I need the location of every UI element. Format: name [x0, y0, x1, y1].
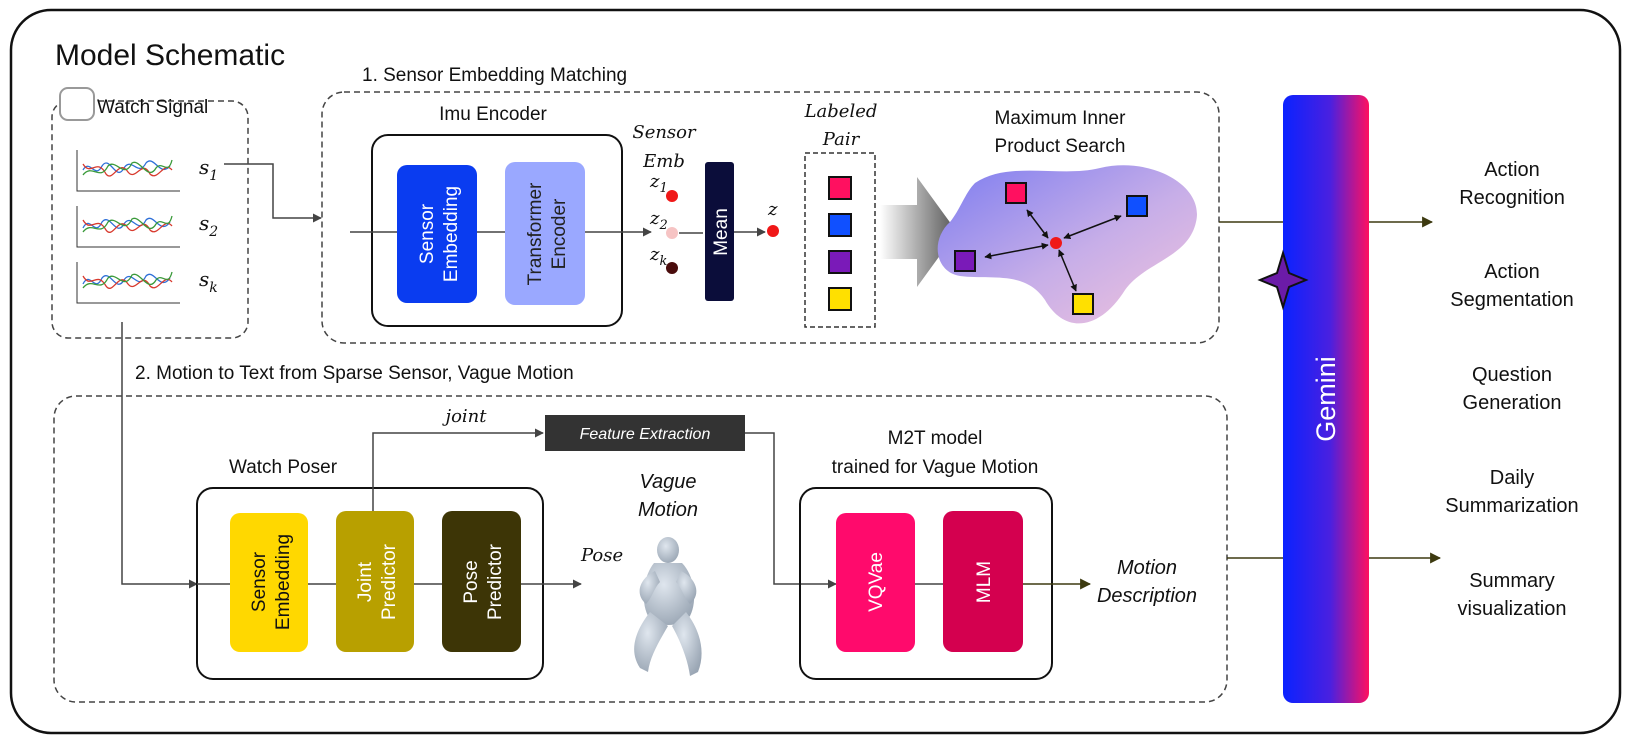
signal-to-poser-arrow	[121, 322, 198, 589]
z1-label: z1	[649, 171, 668, 196]
diagram-title: Model Schematic	[55, 39, 285, 72]
z-point	[767, 225, 779, 237]
section-2-title: 2. Motion to Text from Sparse Sensor, Va…	[135, 363, 574, 384]
watch-poser-title: Watch Poser	[229, 457, 338, 478]
imu-encoder-title: Imu Encoder	[439, 104, 547, 125]
vqvae-label: VQVae	[866, 552, 887, 612]
mips-square-purple	[954, 250, 976, 272]
poser-sensor-embedding-block	[230, 513, 308, 652]
mean-block	[705, 162, 734, 301]
transformer-encoder-block	[505, 162, 585, 305]
z-label: z	[767, 199, 778, 220]
signal-plot-1	[76, 150, 180, 192]
z1-point	[666, 190, 678, 202]
mips-big-arrow	[880, 177, 957, 287]
feature-extraction-block	[545, 415, 745, 451]
joint-label: joint	[441, 406, 487, 427]
section-1-sensor-embedding-matching: 1. Sensor Embedding Matching Imu Encoder…	[224, 65, 1220, 344]
section-1-box	[321, 91, 1220, 344]
section-1-title: 1. Sensor Embedding Matching	[362, 65, 627, 86]
labeled-pair-square-pink	[828, 176, 852, 200]
feature-extraction-label: Feature Extraction	[580, 426, 711, 443]
section-2-motion-to-text: 2. Motion to Text from Sparse Sensor, Va…	[53, 322, 1228, 703]
vqvae-block	[836, 513, 915, 652]
imu-encoder-box	[371, 134, 623, 327]
mean-label: Mean	[711, 208, 732, 256]
joint-predictor-block	[336, 511, 414, 652]
signal-label-s2: s2	[199, 211, 218, 240]
mips-arrow-blue	[1063, 215, 1122, 239]
section-2-box	[53, 395, 1228, 703]
labeled-pair-square-blue	[828, 213, 852, 237]
mlm-label: MLM	[974, 561, 995, 603]
zk-point	[666, 262, 678, 274]
mips-square-pink	[1005, 182, 1027, 204]
mips-arrow-yellow	[1058, 249, 1077, 292]
feature-to-vqvae-arrow	[745, 432, 837, 589]
labeled-pair-box	[804, 152, 876, 328]
zk-label: zk	[649, 244, 667, 269]
signal-to-encoder-arrow	[224, 163, 322, 223]
mips-arrow-pink	[1026, 209, 1049, 239]
gemini-sparkle-icon	[1257, 249, 1309, 311]
pose-predictor-block	[442, 511, 521, 652]
watch-signal-box	[51, 100, 249, 339]
joint-to-feature-arrow	[372, 428, 544, 511]
signal-label-s1: s1	[199, 155, 218, 184]
mips-arrow-purple	[984, 242, 1049, 260]
signal-plot-2	[76, 206, 180, 248]
mips-square-yellow	[1072, 293, 1094, 315]
watch-signal-group: Watch Signal s1 s2 sk	[51, 87, 249, 339]
vague-motion-human-figure	[634, 537, 702, 676]
gemini-block	[1283, 95, 1369, 703]
watch-icon	[59, 87, 95, 121]
pose-label: Pose	[580, 545, 623, 566]
z2-point	[666, 227, 678, 239]
signal-plot-3	[76, 262, 180, 304]
signal-label-sk: sk	[199, 267, 218, 296]
imu-sensor-embedding-block	[397, 165, 477, 303]
watch-signal-title: Watch Signal	[97, 97, 208, 118]
mips-square-blue	[1126, 195, 1148, 217]
mips-query-point	[1050, 237, 1062, 249]
z2-label: z2	[649, 208, 668, 233]
labeled-pair-square-purple	[828, 250, 852, 274]
gemini-label: Gemini	[1311, 356, 1341, 442]
mlm-block	[943, 511, 1023, 652]
labeled-pair-square-yellow	[828, 287, 852, 311]
